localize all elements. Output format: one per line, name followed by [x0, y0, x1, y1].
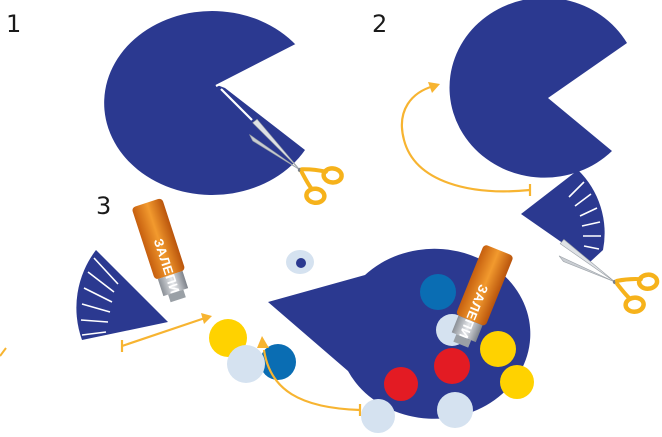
edge-arrow-fragment [0, 348, 6, 356]
blue-dot [420, 274, 456, 310]
arrow-dots-head [257, 336, 269, 348]
pale-dot [227, 345, 265, 383]
step-2-cut-wedge [521, 170, 605, 262]
yellow-dot [500, 365, 534, 399]
step-3-number: 3 [96, 192, 111, 220]
step-2-number: 2 [372, 10, 387, 38]
step-1-paper-circle [104, 11, 305, 195]
arrow-wedge-head [201, 313, 212, 324]
red-dot [434, 348, 470, 384]
red-dot [384, 367, 418, 401]
pale-dot [361, 399, 395, 433]
eye-icon [286, 250, 314, 274]
pale-dot [437, 392, 473, 428]
blue-dot [260, 344, 296, 380]
step-2-pacman-shape [450, 0, 627, 178]
step-1-number: 1 [6, 10, 21, 38]
glue-stick-icon: ЗАЛЕПИ [131, 198, 193, 305]
yellow-dot [480, 331, 516, 367]
